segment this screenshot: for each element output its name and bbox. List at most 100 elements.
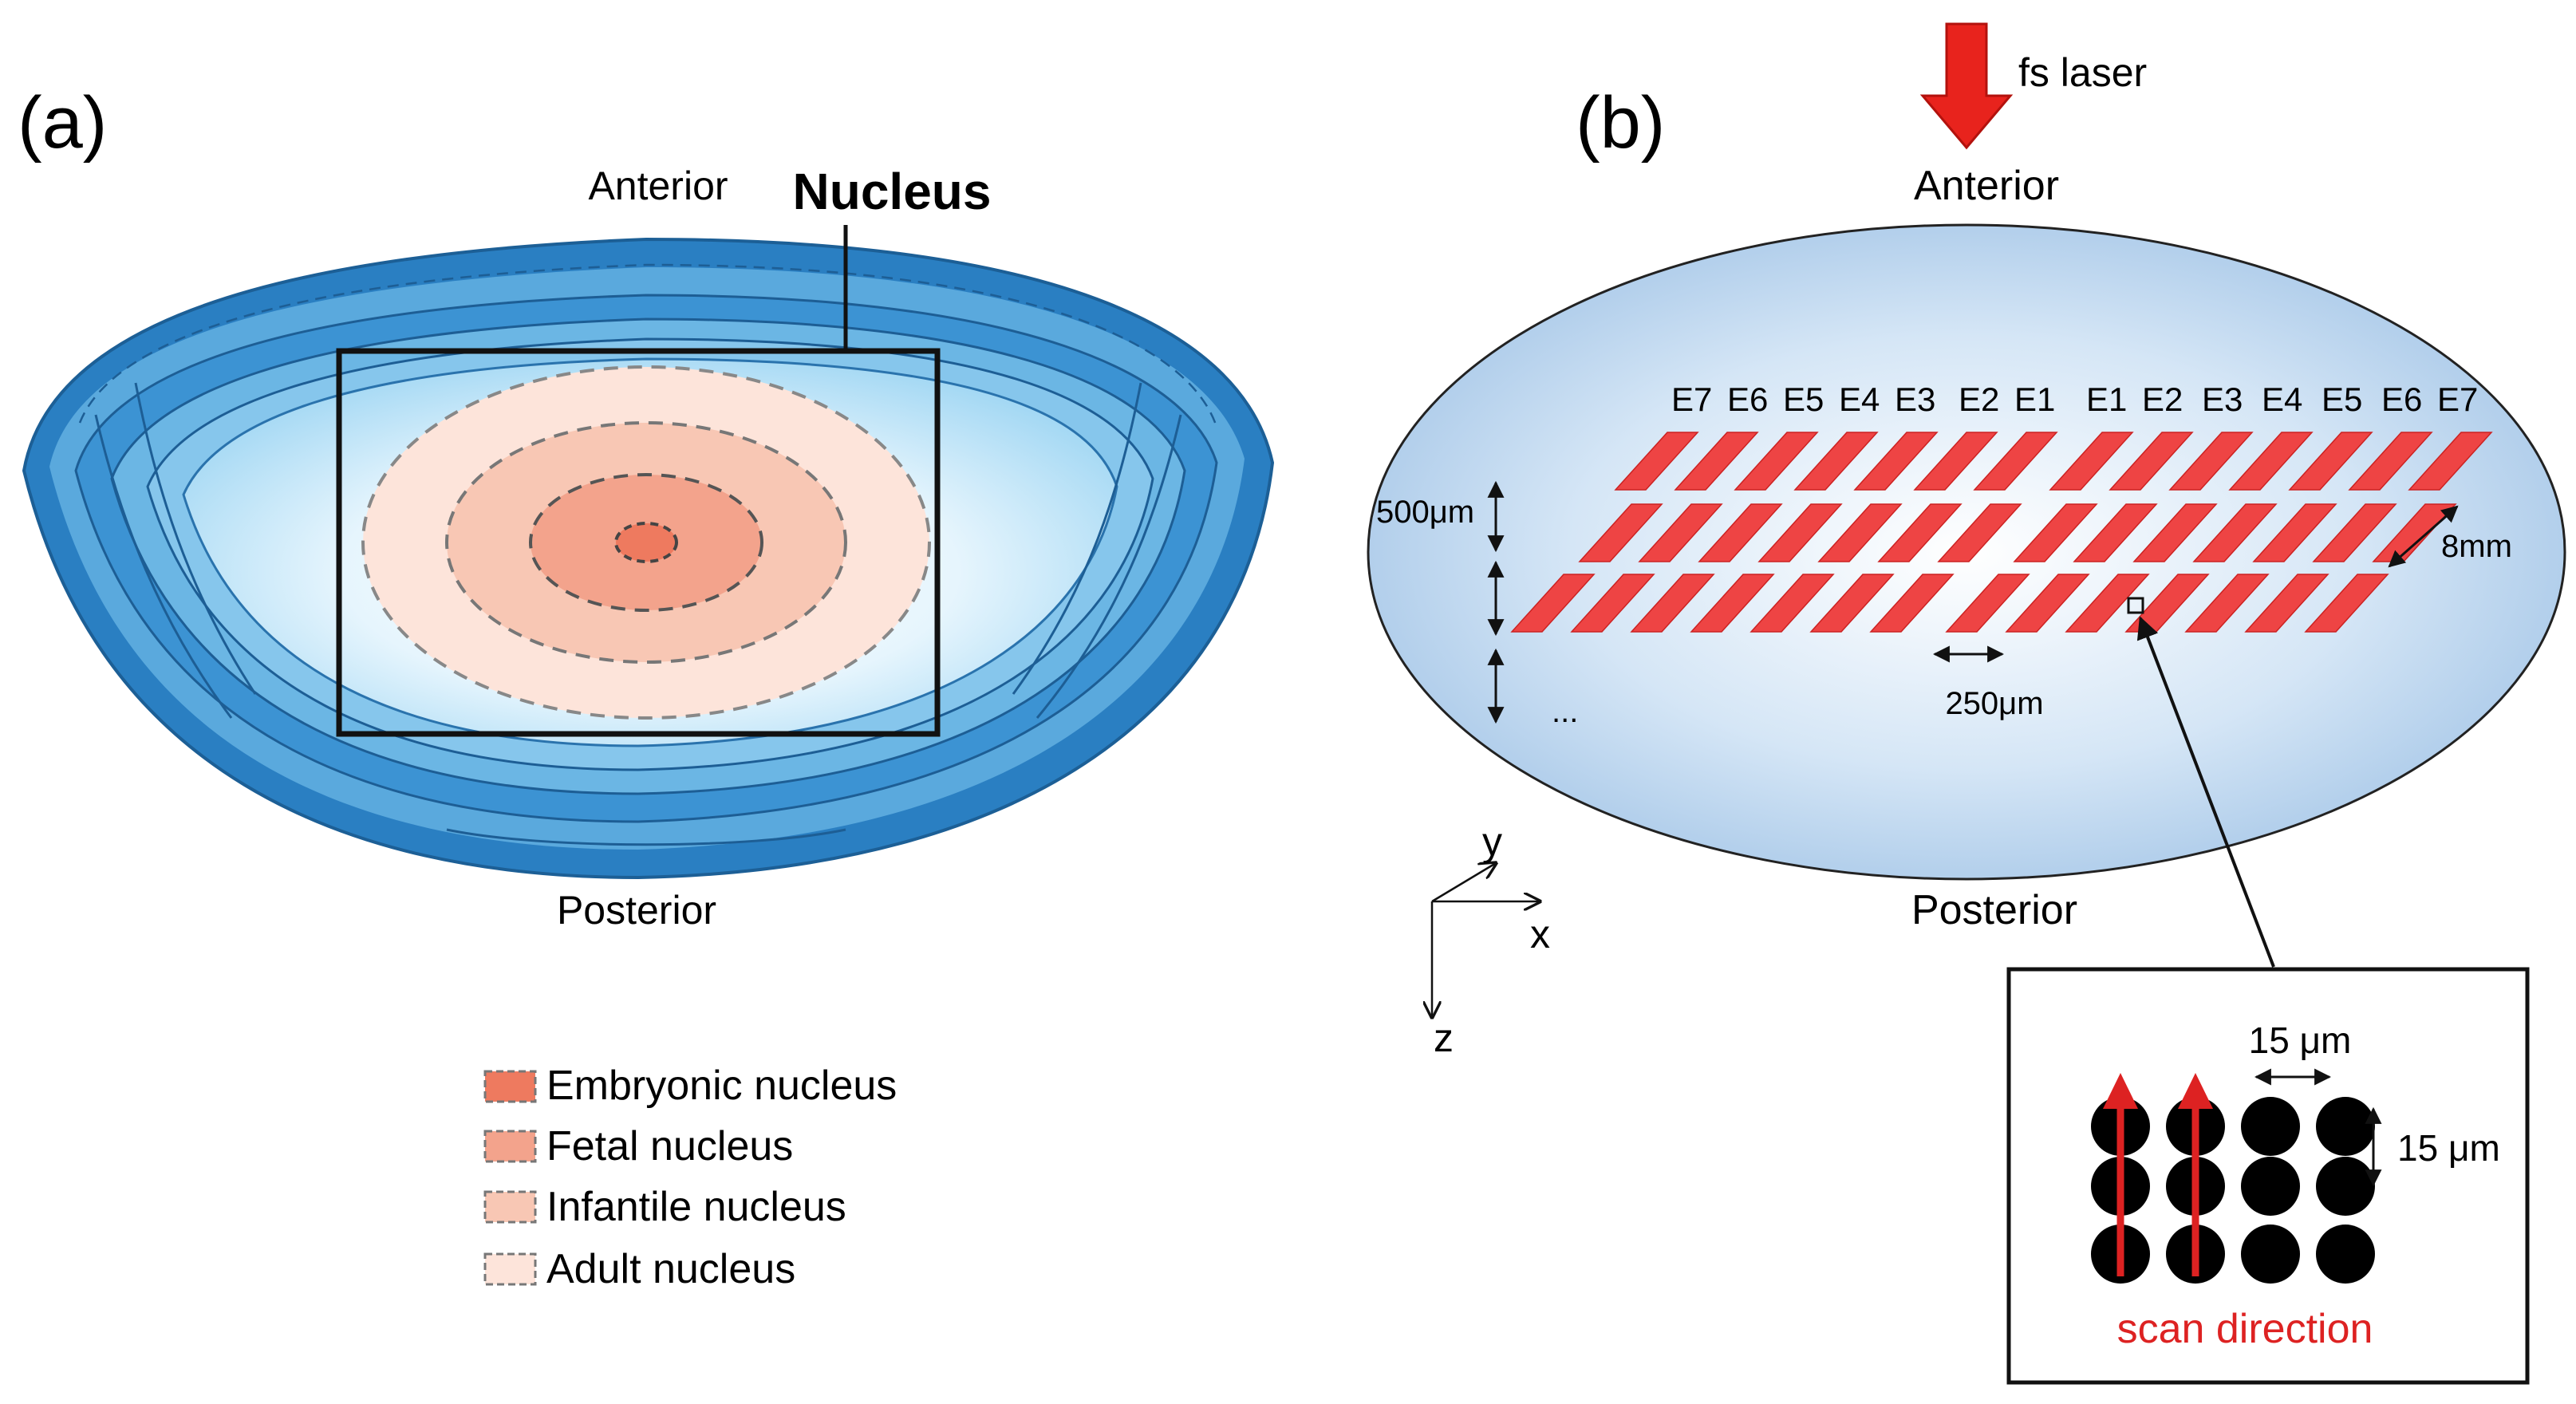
inset-dim-h-label: 15 μm [2249, 1019, 2352, 1061]
axis-x-label: x [1530, 912, 1550, 956]
cut-stripe [1578, 503, 1663, 562]
zone-label: E2 [2142, 381, 2183, 418]
scan-direction-label: scan direction [2117, 1306, 2373, 1352]
panel-b-label: (b) [1576, 82, 1665, 164]
cut-stripe [1674, 432, 1759, 491]
cut-stripe [1913, 432, 1998, 491]
nucleus-box [336, 348, 941, 737]
cut-stripe [2013, 503, 2098, 562]
cut-stripe [1734, 432, 1819, 491]
legend-swatch-fetal [483, 1130, 537, 1163]
cut-stripe [2109, 432, 2194, 491]
ellipsis-label: ... [1552, 694, 1578, 729]
cut-stripe [2252, 503, 2337, 562]
cut-stripe [1638, 503, 1723, 562]
cut-stripe [2184, 574, 2270, 633]
legend-label-infantile: Infantile nucleus [546, 1184, 846, 1230]
cut-stripe [1877, 503, 1963, 562]
cut-stripe [2244, 574, 2329, 633]
cut-stripe [2408, 432, 2493, 491]
zone-label: E7 [1671, 381, 1712, 418]
laser-spot [2316, 1225, 2375, 1284]
cut-stripe [1757, 503, 1843, 562]
zone-labels-right: E1 E2 E3 E4 E5 E6 E7 [2086, 381, 2478, 418]
legend-swatch-infantile [483, 1190, 537, 1224]
legend-swatch-adult [483, 1252, 537, 1286]
zone-label: E3 [1895, 381, 1935, 418]
anterior-label-a: Anterior [588, 164, 728, 208]
cut-stripe [1945, 574, 2030, 633]
cut-stripe [2049, 432, 2134, 491]
sample-marker [2127, 597, 2144, 614]
inset-pointer [2136, 616, 2275, 968]
cut-stripe [1690, 574, 1775, 633]
epithelial-cells [78, 263, 1218, 428]
laser-arrow [1919, 22, 2014, 150]
cut-stripe [2065, 574, 2150, 633]
laser-spot [2241, 1157, 2300, 1216]
laser-spot [2241, 1225, 2300, 1284]
zone-label: E1 [2014, 381, 2055, 418]
panel-a-label: (a) [18, 82, 107, 164]
fiber-curves [94, 382, 1182, 846]
axis-z-label: z [1434, 1016, 1454, 1060]
zone-label: E2 [1959, 381, 1999, 418]
laser-spot [2241, 1097, 2300, 1156]
zone-label: E1 [2086, 381, 2127, 418]
nucleus-title: Nucleus [793, 163, 992, 220]
embryonic-nucleus [614, 522, 678, 563]
cut-stripe [1809, 574, 1895, 633]
scan-arrows [2103, 1073, 2213, 1276]
legend-label-fetal: Fetal nucleus [546, 1123, 793, 1169]
cut-stripes [1510, 432, 2493, 633]
legend-label-adult: Adult nucleus [546, 1246, 795, 1292]
laser-spot [2316, 1097, 2375, 1156]
cut-stripe [1853, 432, 1939, 491]
zone-label: E6 [1727, 381, 1768, 418]
cut-stripe [2304, 574, 2389, 633]
panel-b: (b) fs laser Anterior E7 E6 E5 E4 E3 E2 … [1367, 22, 2566, 1385]
cut-stripe [2073, 503, 2158, 562]
cut-stripe [2228, 432, 2314, 491]
axis-y-label: y [1482, 819, 1502, 864]
zone-label: E4 [2262, 381, 2302, 418]
cut-stripe [2168, 432, 2254, 491]
cut-stripe [2312, 503, 2397, 562]
zone-label: E5 [2322, 381, 2362, 418]
laser-spot [2316, 1157, 2375, 1216]
laser-label: fs laser [2018, 50, 2147, 95]
cut-stripe [1817, 503, 1903, 562]
zone-label: E6 [2381, 381, 2422, 418]
zone-label: E7 [2437, 381, 2478, 418]
legend-label-embryonic: Embryonic nucleus [546, 1063, 897, 1109]
dim-500-label: 500μm [1376, 495, 1474, 530]
cut-stripe [1510, 574, 1596, 633]
posterior-label-b: Posterior [1911, 887, 2077, 933]
legend: Embryonic nucleus Fetal nucleus Infantil… [483, 1063, 897, 1292]
cut-stripe [1937, 503, 2022, 562]
cut-stripe [2132, 503, 2218, 562]
coordinate-axes [1432, 863, 1540, 1017]
legend-swatch-embryonic [483, 1070, 537, 1103]
zone-labels-left: E7 E6 E5 E4 E3 E2 E1 [1671, 381, 2055, 418]
dim-8mm-arrow [2388, 505, 2459, 568]
cut-stripe [1973, 432, 2058, 491]
posterior-label-a: Posterior [557, 888, 716, 933]
panel-a: (a) Anterior Nucleus P [18, 82, 1275, 1292]
cut-stripe [1869, 574, 1955, 633]
zone-label: E5 [1783, 381, 1824, 418]
zone-label: E4 [1839, 381, 1880, 418]
cut-stripe [1630, 574, 1715, 633]
cut-stripe [1698, 503, 1783, 562]
inset-dim-v-label: 15 μm [2397, 1127, 2500, 1169]
dim-250-label: 250μm [1945, 686, 2043, 721]
cut-stripe [2348, 432, 2433, 491]
cut-stripe [2288, 432, 2373, 491]
cut-stripe [2005, 574, 2090, 633]
cut-stripe [1793, 432, 1879, 491]
cut-stripe [1750, 574, 1835, 633]
cut-stripe [1614, 432, 1699, 491]
anterior-label-b: Anterior [1914, 163, 2059, 209]
zone-label: E3 [2202, 381, 2243, 418]
